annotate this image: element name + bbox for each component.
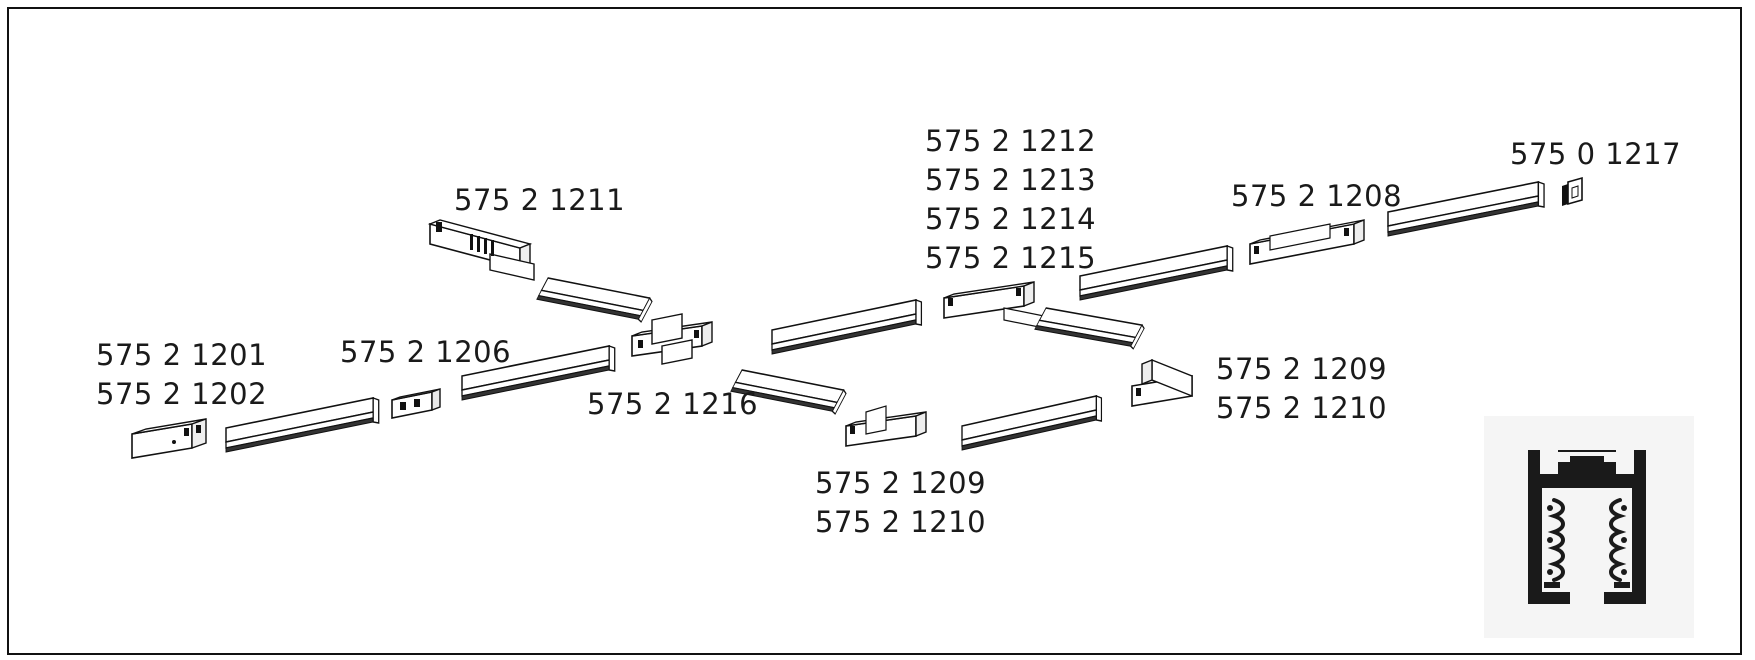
label-tee-right-3: 575 2 1214 bbox=[925, 202, 1097, 236]
label-tee-right-4: 575 2 1215 bbox=[925, 241, 1097, 275]
label-end-feed-1: 575 2 1201 bbox=[96, 338, 268, 372]
track-profile-icon bbox=[1528, 450, 1646, 604]
joiner-part bbox=[391, 388, 441, 419]
track-section-6 bbox=[961, 395, 1103, 451]
label-tee-right-1: 575 2 1212 bbox=[925, 124, 1097, 158]
label-tee-right-2: 575 2 1213 bbox=[925, 163, 1097, 197]
tee-connector-right bbox=[943, 280, 1045, 329]
label-end-feed-2: 575 2 1202 bbox=[96, 377, 268, 411]
label-corner-right-1: 575 2 1209 bbox=[1216, 352, 1388, 386]
track-section-4 bbox=[771, 299, 923, 355]
label-joiner: 575 2 1206 bbox=[340, 335, 512, 369]
middle-feed-part bbox=[1249, 218, 1365, 265]
label-corner-right-2: 575 2 1210 bbox=[1216, 391, 1388, 425]
track-section-3 bbox=[535, 250, 654, 349]
label-corner-bottom-2: 575 2 1210 bbox=[815, 505, 987, 539]
corner-connector-bottom bbox=[845, 405, 927, 447]
corner-connector-right bbox=[1131, 358, 1193, 407]
track-section-8 bbox=[1079, 245, 1234, 301]
label-corner-bottom-1: 575 2 1209 bbox=[815, 466, 987, 500]
track-section-9 bbox=[1387, 181, 1545, 237]
label-end-cap: 575 0 1217 bbox=[1510, 137, 1682, 171]
cross-connector bbox=[631, 313, 713, 365]
end-feed-part bbox=[131, 418, 207, 459]
label-tee-left: 575 2 1211 bbox=[454, 183, 626, 217]
label-cross: 575 2 1216 bbox=[587, 387, 759, 421]
tee-connector-left bbox=[427, 219, 535, 281]
end-cap-part bbox=[1562, 176, 1583, 206]
drawing-frame bbox=[7, 7, 1742, 655]
track-profile-inset bbox=[1484, 416, 1694, 638]
label-middle-feed: 575 2 1208 bbox=[1231, 179, 1403, 213]
